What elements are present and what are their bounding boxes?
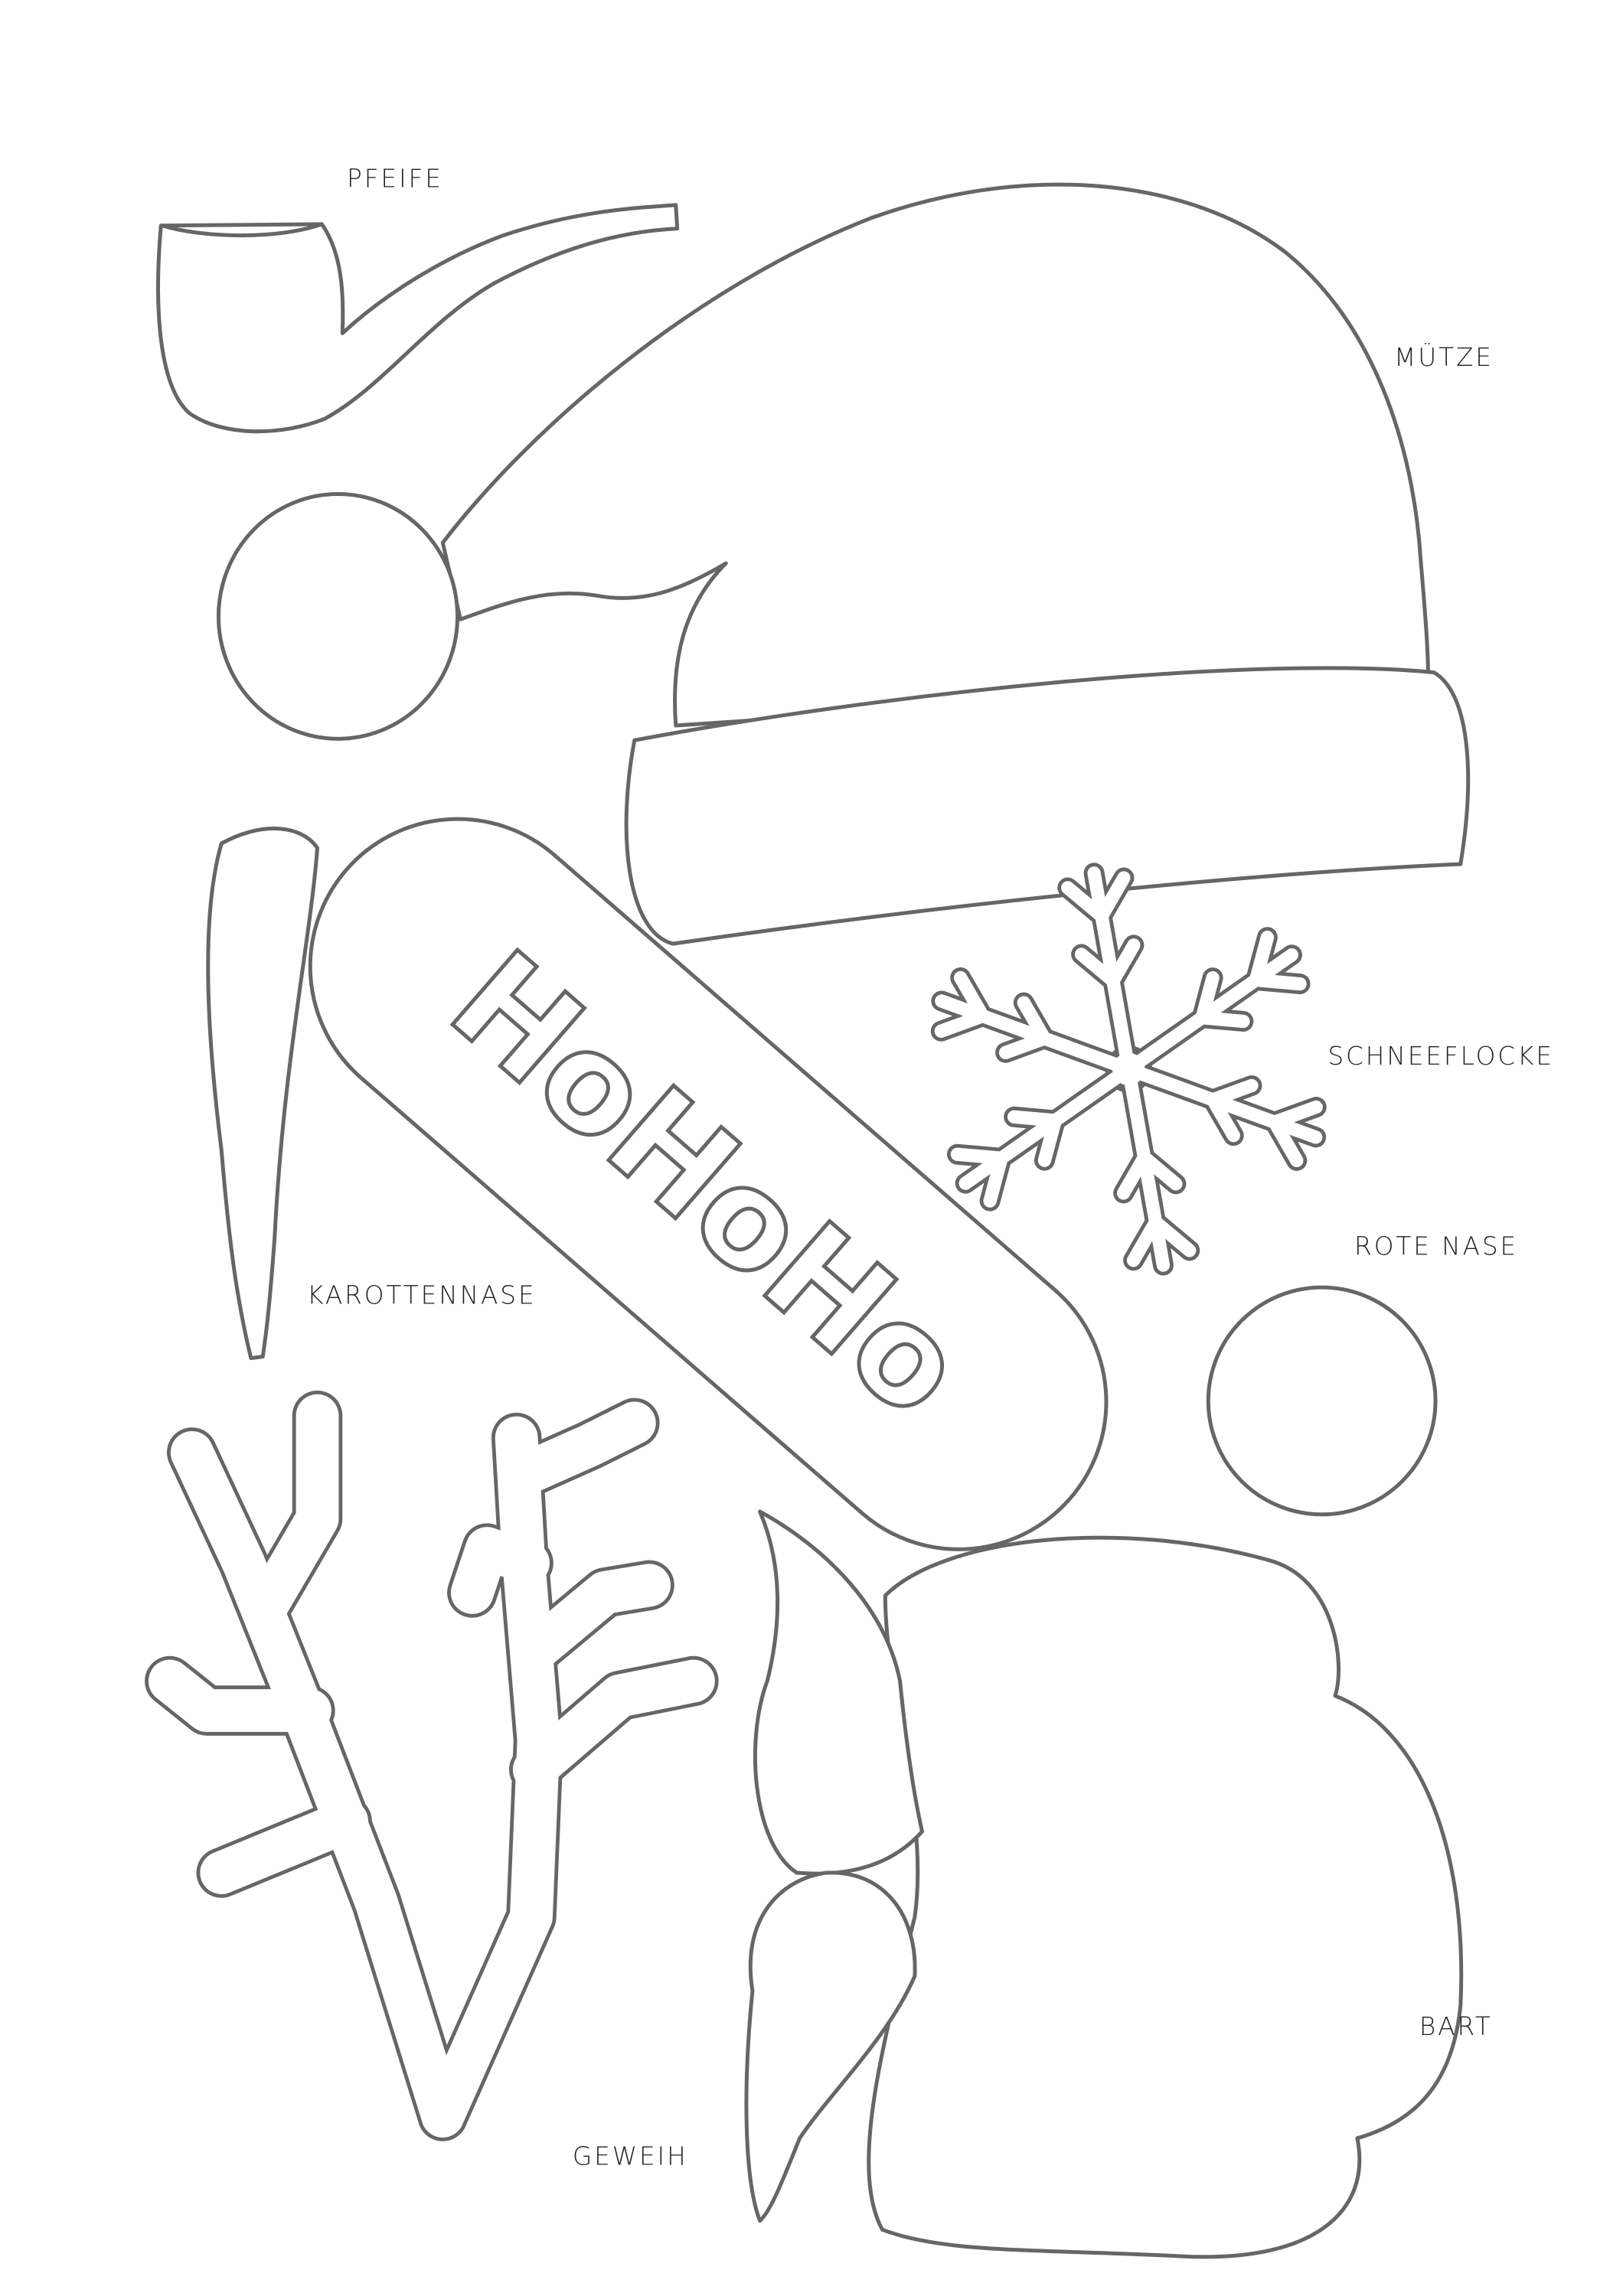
snowflake-arm [1074,947,1120,988]
beard-shape [744,1509,1464,2259]
label-beard: BART [1419,2012,1493,2041]
label-carrot-nose: KAROTTENNASE [307,1280,537,1309]
antlers-shape [145,1390,719,2141]
snowflake-arm [1206,1093,1240,1143]
label-hat: MÜTZE [1394,343,1494,372]
snowflake-arm [950,1147,1008,1165]
snowflake-arm [1116,1150,1151,1200]
label-antlers: GEWEIH [573,2142,688,2171]
snowflake-arm [1095,871,1131,923]
snowflake-arm [1195,970,1220,1025]
snowflake-arm [1037,1114,1063,1167]
snowflake-arm [1126,1215,1163,1267]
snowflake-shape [930,863,1327,1276]
hohoho-plate: HoHoHo [308,817,1109,1551]
snowflake-arm [998,1032,1051,1060]
label-red-nose: ROTE NASE [1354,1232,1518,1261]
snowflake-arm [1249,973,1307,991]
pipe-shape [156,203,680,434]
snowflake-arm [1137,1150,1183,1191]
snowflake-arm [1017,996,1051,1045]
label-pipe: PFEIFE [347,165,443,194]
snowflake-arm [983,1151,1008,1208]
label-snowflake: SCHNEEFLOCKE [1327,1042,1554,1071]
snowflake-arm [1249,931,1275,987]
snowflake-arm [954,970,990,1023]
snowflake-arm [1206,1078,1259,1107]
hat-shape [216,182,1471,946]
snowflake-arm [1007,1110,1063,1127]
snowflake-arm [1148,1215,1197,1257]
mustache-lower [744,1870,917,2223]
snowflake-arm [934,1009,990,1038]
snowflake-center [1112,1052,1145,1086]
hat-pompom [216,491,460,741]
red-nose-shape [1206,1285,1438,1517]
carrot-nose-shape [206,827,320,1361]
snowflake-arm [1106,938,1141,988]
snowflake-arm [1195,1011,1250,1029]
snowflake-arm [1268,1115,1304,1168]
snowflake-arm [1268,1100,1323,1129]
mustache-upper [753,1509,925,1876]
snowflake-arm [1061,881,1109,923]
